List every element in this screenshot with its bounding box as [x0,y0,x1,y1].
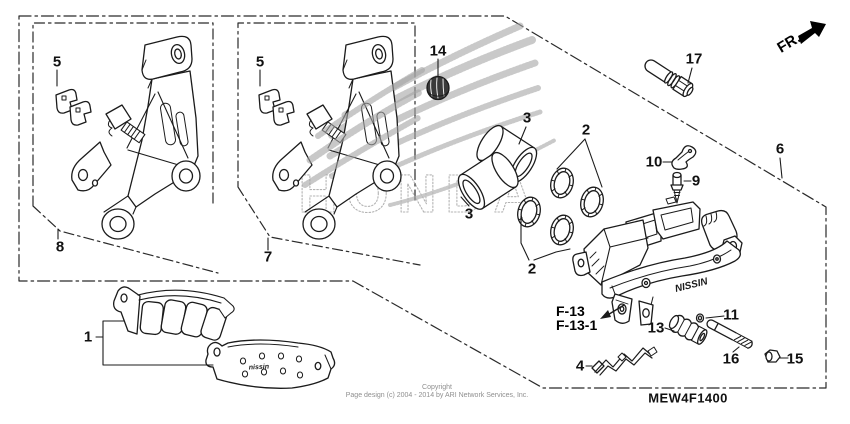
bleed-cap-14 [426,75,450,101]
bleeder-screw-9 [670,171,684,204]
part-label-3-upper: 3 [522,109,532,127]
part-label-16: 16 [722,350,740,368]
diagram-code: MEW4F1400 [648,390,728,406]
footer-line-1: Copyright [422,384,452,391]
part-label-1: 1 [83,328,93,346]
phantom-border-outer [18,15,827,389]
pad-spring-4 [591,346,658,376]
part-label-5-right: 5 [255,53,265,71]
cap-nut-15 [764,349,781,363]
part-label-14: 14 [429,42,447,60]
pad-clip-left [55,88,92,126]
part-label-3-lower: 3 [464,205,474,223]
part-label-10: 10 [645,153,663,171]
part-label-8: 8 [55,238,65,256]
pin-boot-13 [668,314,708,345]
leader-lines [56,58,789,367]
caliper-brand-text: NISSIN [674,276,710,295]
part-label-17: 17 [685,50,703,68]
part-label-15: 15 [786,350,804,368]
slide-pin-16 [706,319,753,349]
part-label-2-upper: 2 [581,121,591,139]
brake-pad-upper [113,286,235,341]
retainer-clip-10 [671,145,697,170]
part-label-2-lower: 2 [527,260,537,278]
part-label-5-left: 5 [52,53,62,71]
caliper-body: NISSIN [572,196,743,326]
footer-line-2: Page design (c) 2004 - 2014 by ARI Netwo… [345,392,529,399]
pad-brand-text: nissin [249,363,270,371]
part-label-9: 9 [691,172,701,190]
part-label-13: 13 [647,319,665,337]
pad-clip-right [258,88,295,126]
wing-overlay [302,67,425,188]
frame-ref-f13-1: F-13-1 [556,317,598,333]
part-label-6: 6 [775,140,785,158]
fr-arrow-icon [798,21,826,44]
copyright-footer: Copyright Page design (c) 2004 - 2014 by… [287,384,587,400]
brake-pad-lower: nissin [205,339,336,389]
o-ring-11 [695,313,705,323]
part-label-11: 11 [723,306,739,324]
bracket-8 [71,35,201,240]
frame-ref-arrow [600,304,625,319]
frame-ref-f13: F-13 [556,303,585,319]
part-label-4: 4 [575,357,585,375]
part-label-7: 7 [263,248,273,266]
